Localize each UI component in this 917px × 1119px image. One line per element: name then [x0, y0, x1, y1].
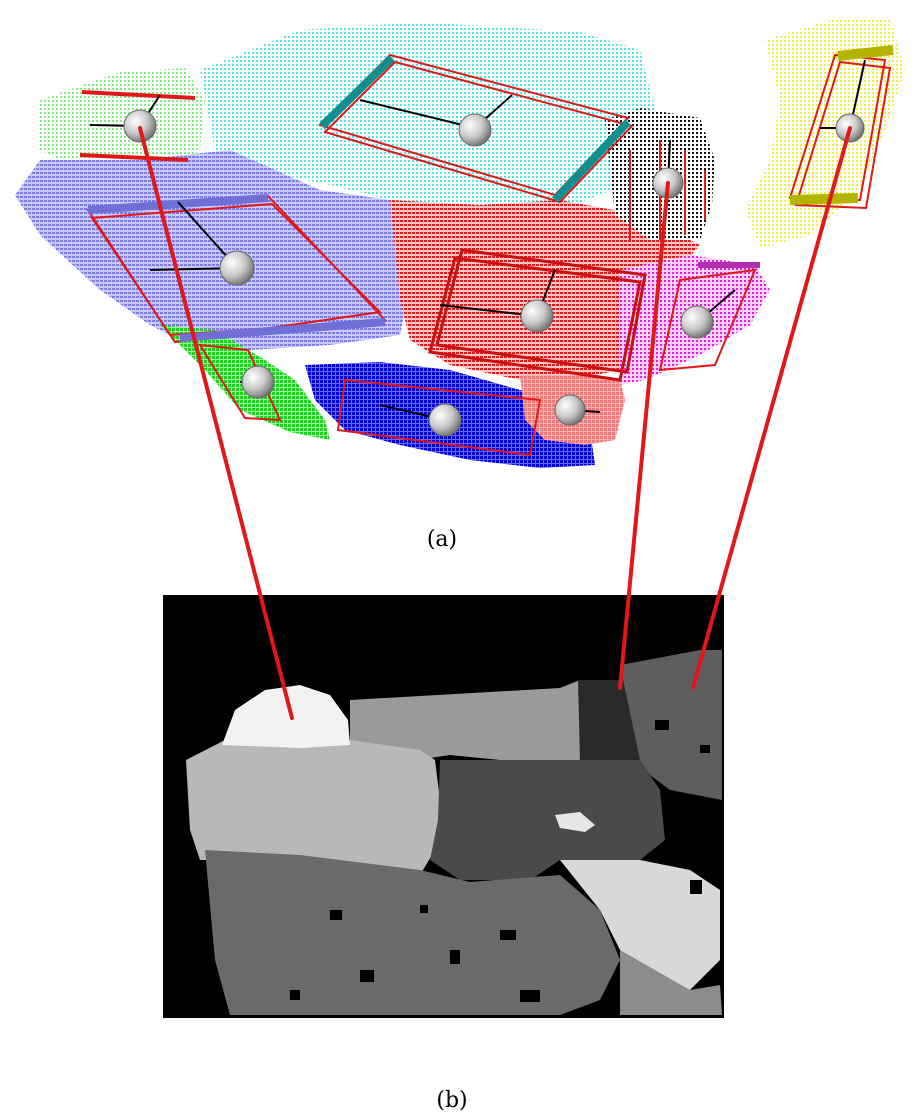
- correspondence-line: [618, 181, 670, 690]
- segment-purple: [15, 150, 420, 350]
- node-sphere: [554, 394, 586, 426]
- region-dark-gray-right: [620, 650, 722, 800]
- node-sphere: [680, 305, 714, 339]
- depth-noise-speckles: [290, 720, 710, 1002]
- region-light-right-bottom: [560, 860, 720, 990]
- correspondence-lines: [138, 126, 852, 720]
- node-sphere: [458, 113, 492, 147]
- region-mid-gray-right-bottom: [620, 950, 722, 1015]
- caption-b: (b): [436, 1088, 468, 1113]
- caption-a: (a): [426, 527, 458, 552]
- region-dark-center: [430, 760, 665, 880]
- node-sphere: [241, 365, 275, 399]
- plane-box-cyan: [318, 53, 634, 204]
- segment-yellow: [745, 18, 905, 248]
- correspondence-line: [138, 126, 294, 720]
- point-cloud-panel: [15, 18, 905, 468]
- plane-box-blue: [336, 378, 542, 457]
- region-white-top: [222, 685, 350, 748]
- node-sphere: [123, 109, 157, 143]
- graph-nodes: [123, 109, 865, 437]
- region-gray-bottom: [205, 850, 620, 1015]
- plane-box-purple: [86, 194, 388, 344]
- region-mid-gray-band: [350, 680, 580, 762]
- correspondence-line: [691, 126, 852, 690]
- plane-box-green-top: [79, 90, 196, 162]
- region-white-blob: [555, 812, 595, 832]
- node-sphere: [520, 299, 554, 333]
- region-light-gray-left: [186, 740, 440, 875]
- plane-box-green-bottom: [198, 343, 282, 422]
- depth-image-panel: [163, 595, 724, 1018]
- plane-box-yellow: [788, 45, 894, 210]
- node-sphere: [219, 250, 255, 286]
- node-sphere: [428, 403, 462, 437]
- plane-box-magenta: [658, 262, 760, 372]
- plane-box-red: [428, 248, 647, 382]
